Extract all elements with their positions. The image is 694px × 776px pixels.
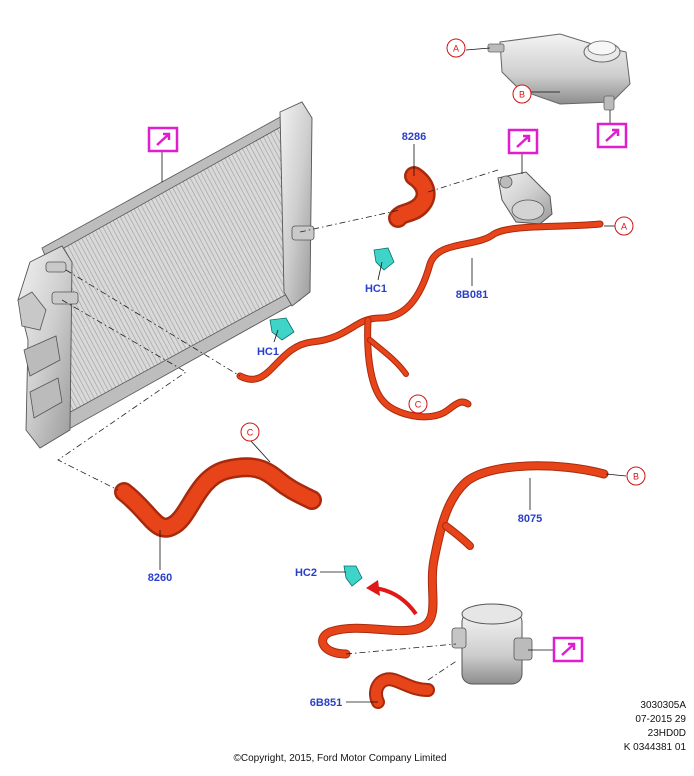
svg-text:B: B (519, 90, 525, 100)
diagram-code-line4: K 0344381 01 (624, 742, 687, 753)
connector-c-lower: C (240, 422, 260, 442)
callout-6b851: 6B851 (310, 697, 342, 709)
svg-text:B: B (633, 472, 639, 482)
hose-6b851 (369, 672, 435, 709)
connector-b-hose: B (626, 466, 646, 486)
radiator (17, 101, 315, 449)
hose-8075 (318, 461, 609, 659)
clip-hc1-upper (373, 247, 395, 271)
connection-lines (57, 169, 499, 681)
connector-a-reservoir: A (446, 38, 466, 58)
diagram-code-line1: 3030305A (640, 700, 686, 711)
hose-8b081 (236, 220, 604, 421)
diagram-code-line2: 07-2015 29 (635, 714, 686, 725)
svg-text:A: A (621, 222, 627, 232)
callout-8b081: 8B081 (456, 289, 488, 301)
thermostat-housing (497, 171, 553, 225)
view-marker-pump[interactable] (552, 636, 584, 663)
auxiliary-water-pump (451, 603, 533, 685)
view-marker-reservoir[interactable] (596, 122, 628, 149)
callout-hc1-lower: HC1 (257, 346, 279, 358)
svg-text:C: C (247, 428, 254, 438)
copyright-notice: ©Copyright, 2015, Ford Motor Company Lim… (233, 753, 446, 764)
clip-hc2 (343, 565, 363, 587)
diagram-code-line3: 23HD0D (648, 728, 686, 739)
connector-a-hose: A (614, 216, 634, 236)
connector-b-reservoir: B (512, 84, 532, 104)
callout-8286: 8286 (402, 131, 426, 143)
svg-text:A: A (453, 44, 459, 54)
view-marker-radiator[interactable] (147, 126, 179, 153)
callout-8260: 8260 (148, 572, 172, 584)
direction-arrow (366, 580, 418, 616)
callout-hc1-upper: HC1 (365, 283, 387, 295)
callout-8075: 8075 (518, 513, 542, 525)
view-marker-thermostat[interactable] (507, 128, 539, 155)
hose-8260 (114, 457, 322, 538)
connector-c-upper: C (408, 394, 428, 414)
clip-hc1-lower (269, 317, 295, 341)
hose-8286 (388, 166, 436, 228)
callout-hc2: HC2 (295, 567, 317, 579)
svg-text:C: C (415, 400, 422, 410)
coolant-reservoir (487, 33, 631, 111)
